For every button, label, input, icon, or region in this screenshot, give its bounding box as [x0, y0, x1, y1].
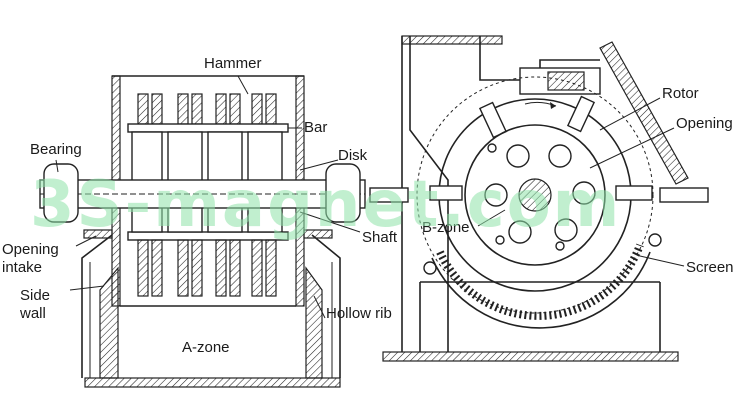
watermark: 3S-magnet.com — [30, 168, 621, 242]
label-rotor: Rotor — [662, 85, 699, 102]
label-hammer: Hammer — [204, 55, 262, 72]
right-outer-wall — [311, 234, 341, 378]
right-hollow-rib — [305, 266, 323, 379]
label-opening-intake-line1: Opening — [2, 241, 59, 258]
rotor-openings — [484, 143, 596, 251]
opening-intake — [83, 229, 113, 239]
label-side-wall-line1: Side — [20, 287, 50, 304]
base-plate — [84, 377, 341, 388]
bottom-hammer-row — [137, 239, 277, 297]
liner-plate — [599, 41, 689, 185]
label-b-zone: B-zone — [422, 219, 470, 236]
label-hollow-rib: Hollow rib — [326, 305, 392, 322]
rotor-shaft — [518, 178, 552, 212]
label-shaft: Shaft — [362, 229, 398, 246]
left-bearing — [43, 163, 79, 223]
label-a-zone: A-zone — [182, 339, 230, 356]
label-disk: Disk — [338, 147, 368, 164]
top-hammer-row — [137, 93, 277, 125]
label-bearing: Bearing — [30, 141, 82, 158]
rotor-hammers — [429, 95, 653, 201]
top-bar — [127, 123, 289, 133]
label-opening-intake-line2: intake — [2, 259, 42, 276]
right-bearing — [325, 163, 361, 223]
right-base-plate — [382, 351, 679, 362]
label-screen: Screen — [686, 259, 734, 276]
label-bar: Bar — [304, 119, 327, 136]
side-section-view — [369, 35, 709, 362]
rotor-disk — [464, 124, 606, 266]
left-outer-wall — [81, 234, 113, 378]
label-opening: Opening — [676, 115, 733, 132]
front-section-view — [39, 75, 366, 388]
label-side-wall-line2: wall — [19, 305, 46, 322]
screen — [436, 243, 644, 320]
feed-hopper-top — [401, 35, 503, 45]
